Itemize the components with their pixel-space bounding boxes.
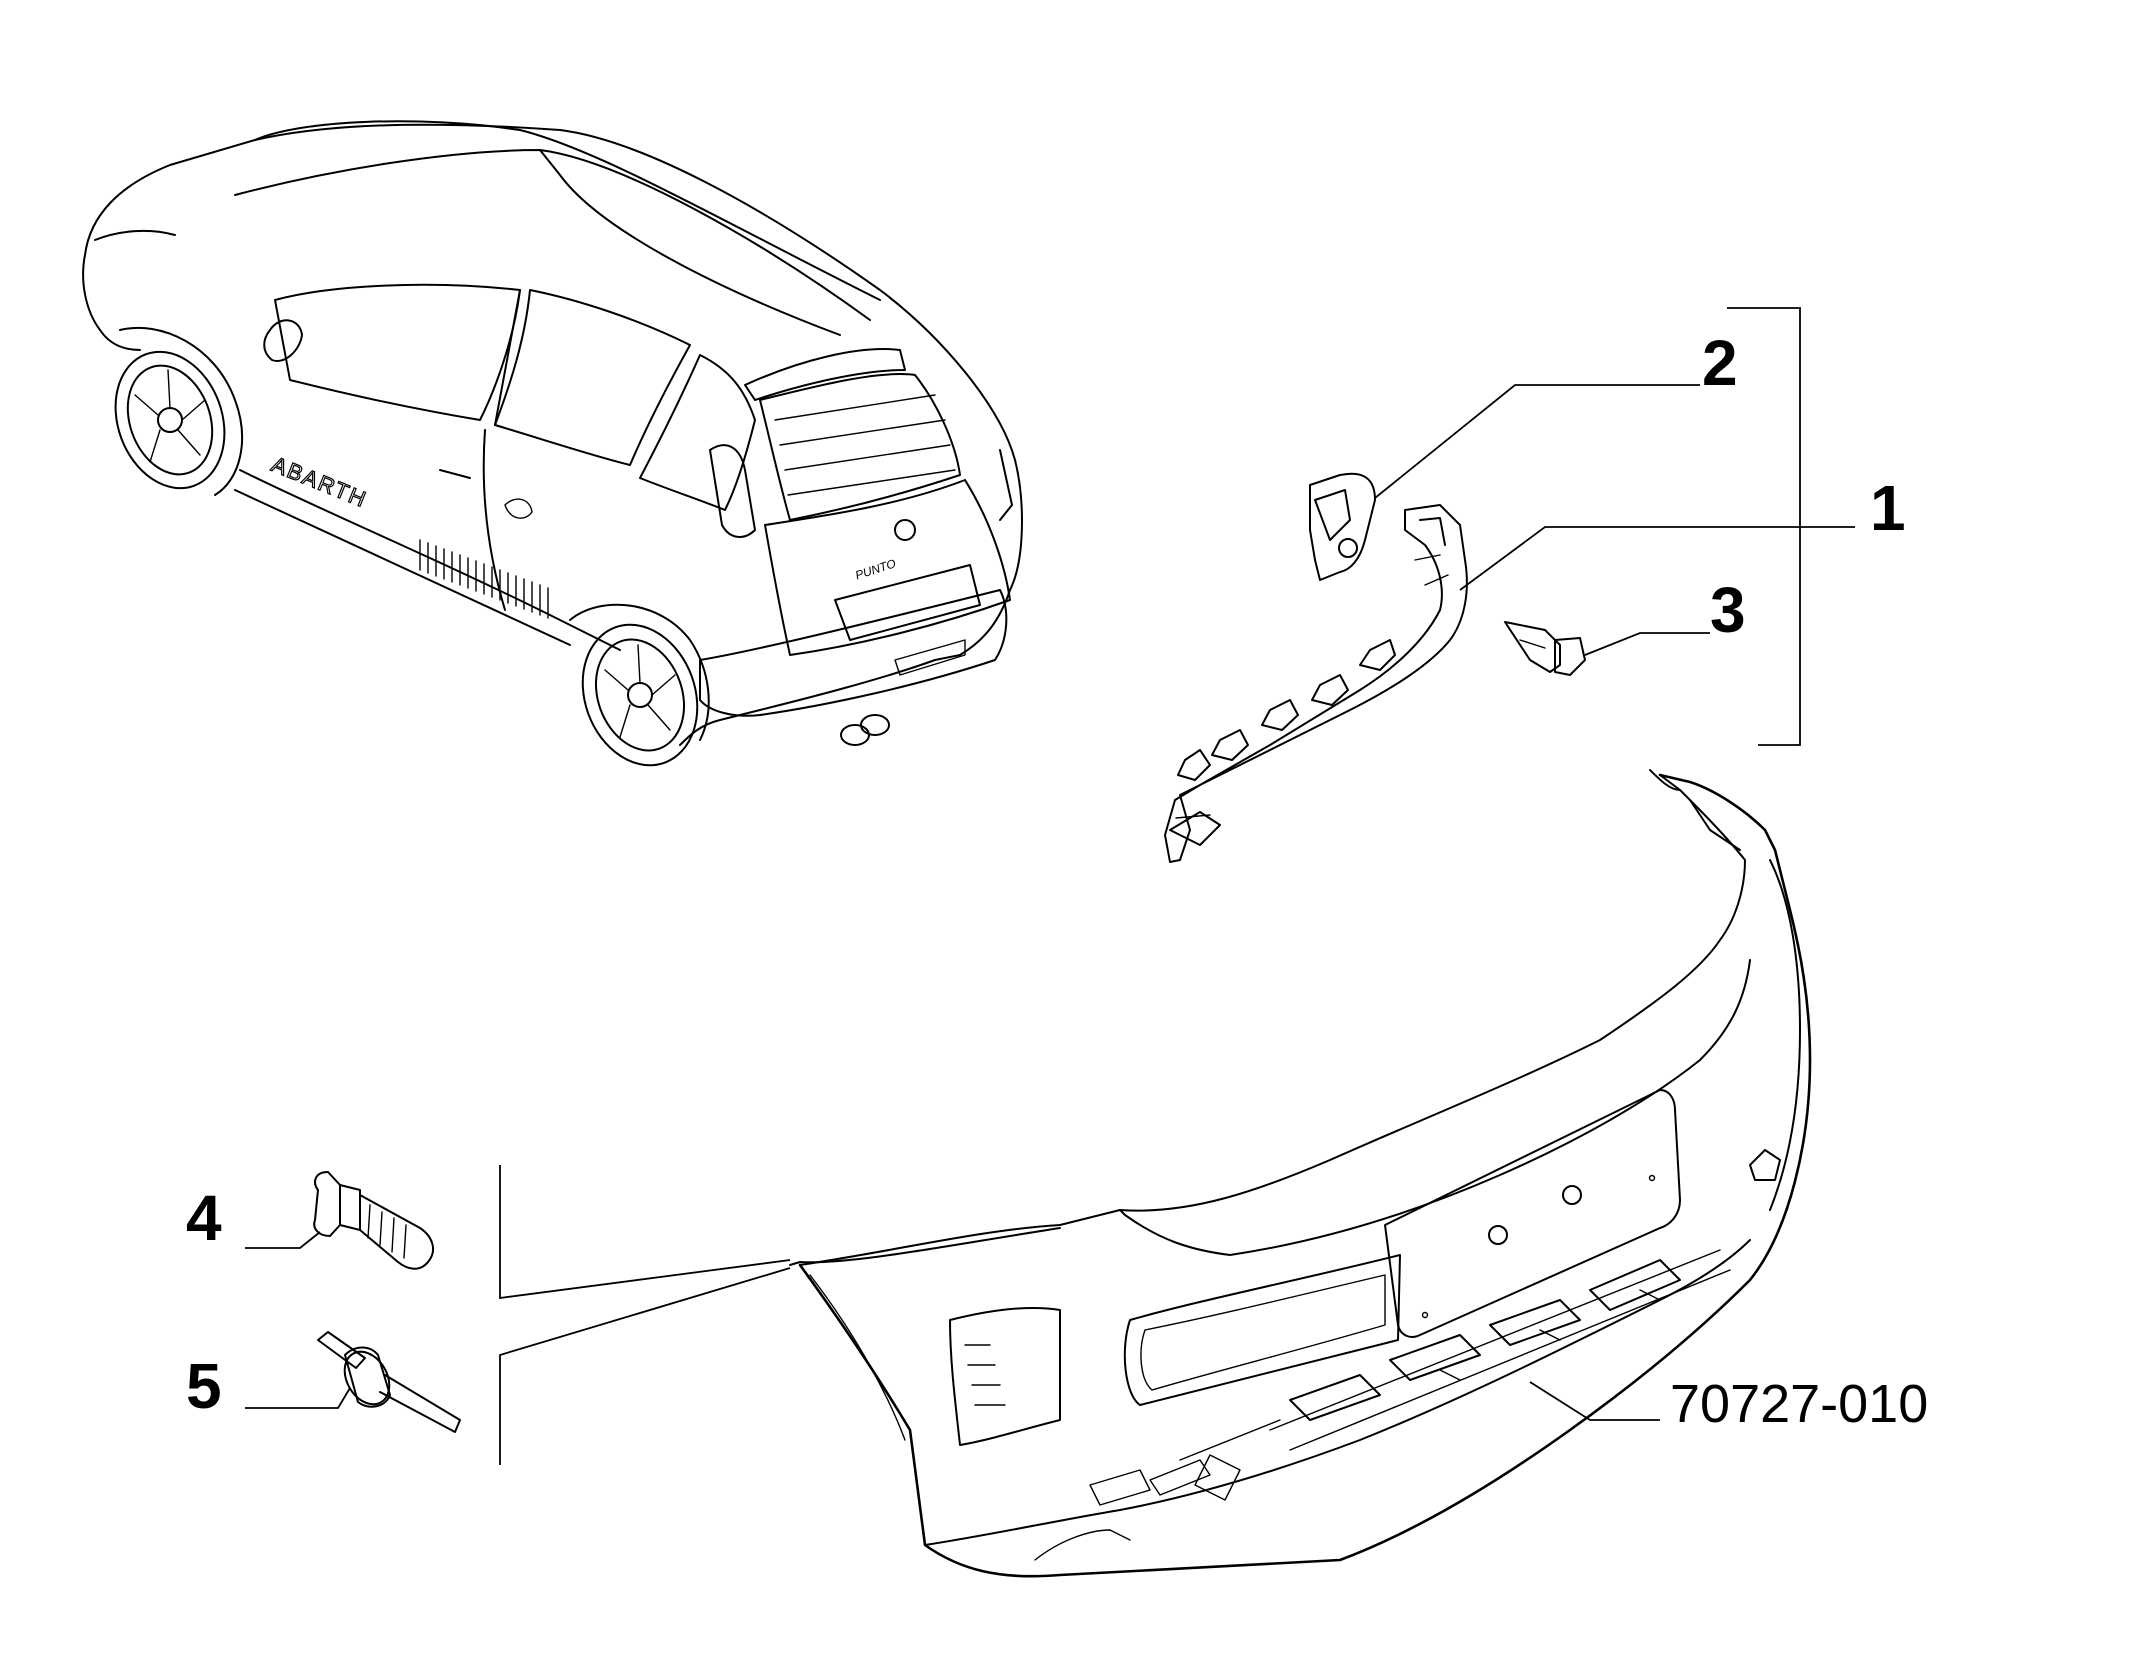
callout-5: 5 bbox=[186, 1350, 222, 1422]
front-wheel bbox=[114, 326, 243, 496]
callout-2: 2 bbox=[1702, 327, 1738, 399]
reference-code: 70727-010 bbox=[1670, 1374, 1928, 1434]
push-clip-part-3 bbox=[1504, 621, 1586, 676]
rear-bumper bbox=[789, 769, 1812, 1578]
bolt-part-4 bbox=[313, 1171, 435, 1270]
leader-lines bbox=[245, 307, 1855, 1465]
bumper-diffuser bbox=[1089, 1249, 1731, 1506]
callout-3: 3 bbox=[1710, 574, 1746, 646]
vehicle-badge-text: PUNTO bbox=[853, 556, 897, 582]
callout-4: 4 bbox=[186, 1182, 222, 1254]
rivet-part-5 bbox=[317, 1331, 461, 1433]
clip-part-2 bbox=[1309, 472, 1376, 581]
rear-wheel bbox=[569, 603, 710, 767]
vehicle-illustration: PUNTO ABARTH bbox=[82, 120, 1023, 767]
vehicle-decal-text: ABARTH bbox=[268, 451, 371, 512]
side-decal-stripes bbox=[419, 539, 549, 619]
bracket-assembly bbox=[1164, 504, 1468, 863]
callout-1: 1 bbox=[1870, 472, 1906, 544]
